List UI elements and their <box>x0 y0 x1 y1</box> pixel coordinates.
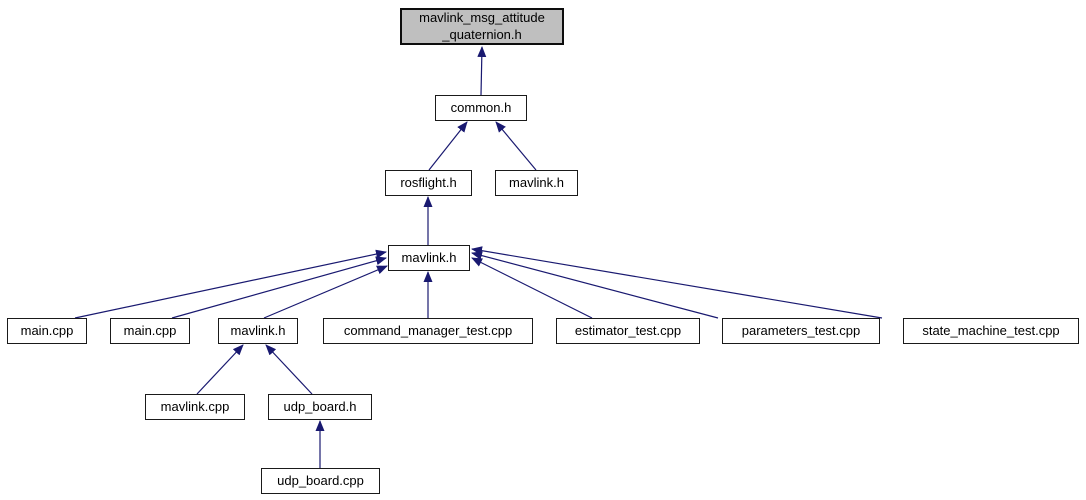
node-label: estimator_test.cpp <box>574 322 682 338</box>
edge-mavlink-cpp-to-mavlink-h-io <box>196 344 244 395</box>
node-parameters-test-cpp[interactable]: parameters_test.cpp <box>722 318 880 344</box>
node-udp-board-cpp[interactable]: udp_board.cpp <box>261 468 380 494</box>
edge-common-h-to-mavlink-msg-attitude-quaternion-h <box>477 46 487 96</box>
node-rosflight-h[interactable]: rosflight.h <box>385 170 472 196</box>
node-estimator-test-cpp[interactable]: estimator_test.cpp <box>556 318 700 344</box>
edge-udp-board-h-to-mavlink-h-io <box>265 344 313 395</box>
edge-parameters-test-cpp-to-mavlink-h-mid <box>471 251 719 319</box>
node-label: main.cpp <box>20 322 74 338</box>
node-state-machine-test-cpp[interactable]: state_machine_test.cpp <box>903 318 1079 344</box>
node-mavlink-msg-attitude-quaternion-h: mavlink_msg_attitude _quaternion.h <box>400 8 564 45</box>
node-label: main.cpp <box>123 322 177 338</box>
node-label: rosflight.h <box>400 174 457 190</box>
node-label: mavlink.h <box>509 174 564 190</box>
edge-estimator-test-cpp-to-mavlink-h-mid <box>471 257 593 319</box>
node-mavlink-cpp[interactable]: mavlink.cpp <box>145 394 245 420</box>
node-command-manager-test-cpp[interactable]: command_manager_test.cpp <box>323 318 533 344</box>
node-mavlink-h-mid[interactable]: mavlink.h <box>388 245 470 271</box>
node-label: command_manager_test.cpp <box>343 322 513 338</box>
node-label: state_machine_test.cpp <box>922 322 1060 338</box>
node-common-h[interactable]: common.h <box>435 95 527 121</box>
node-mavlink-h-top[interactable]: mavlink.h <box>495 170 578 196</box>
node-label: udp_board.h <box>283 398 357 414</box>
node-mavlink-h-io[interactable]: mavlink.h <box>218 318 298 344</box>
edge-mavlink-h-io-to-mavlink-h-mid <box>263 265 388 319</box>
edge-main-cpp-1-to-mavlink-h-mid <box>74 249 387 319</box>
node-main-cpp-2[interactable]: main.cpp <box>110 318 190 344</box>
edge-rosflight-h-to-common-h <box>428 121 468 171</box>
edge-mavlink-h-top-to-common-h <box>495 121 537 171</box>
node-label: mavlink.h <box>230 322 286 338</box>
node-udp-board-h[interactable]: udp_board.h <box>268 394 372 420</box>
node-label: udp_board.cpp <box>277 472 364 488</box>
node-main-cpp-1[interactable]: main.cpp <box>7 318 87 344</box>
edge-main-cpp-2-to-mavlink-h-mid <box>171 256 387 319</box>
node-label: parameters_test.cpp <box>741 322 861 338</box>
node-label: mavlink_msg_attitude _quaternion.h <box>419 10 545 42</box>
node-label: common.h <box>450 99 512 115</box>
node-label: mavlink.cpp <box>160 398 230 414</box>
node-label: mavlink.h <box>401 249 457 265</box>
edge-state-machine-test-cpp-to-mavlink-h-mid <box>471 246 883 319</box>
